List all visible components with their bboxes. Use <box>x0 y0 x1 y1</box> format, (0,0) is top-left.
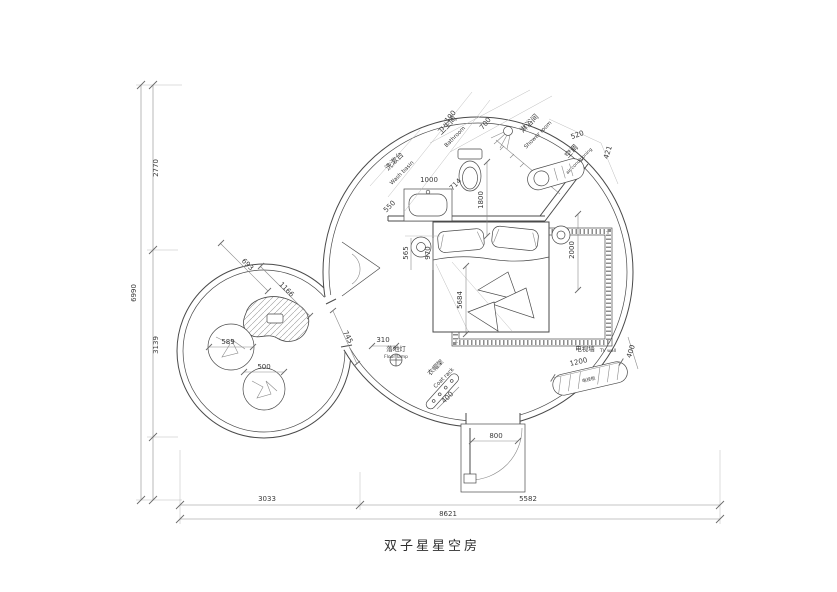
dim-310: 310 <box>376 336 389 344</box>
dim-1000: 1000 <box>420 176 438 184</box>
dim-2000: 2000 <box>568 241 576 259</box>
door-stop <box>463 473 477 484</box>
dim-1200: 1200 <box>569 356 588 368</box>
tv-cabinet-symbol <box>552 361 628 396</box>
shower-head-icon <box>490 126 513 150</box>
nightstand-left <box>410 236 432 258</box>
bottom-dimension-chain <box>175 450 725 524</box>
dim-3033: 3033 <box>258 495 276 503</box>
dim-800: 800 <box>489 432 502 440</box>
washbasin-counter <box>403 188 453 222</box>
label-tv-cabinet-zh: 电视柜 <box>581 374 596 384</box>
dim-8621: 8621 <box>439 510 457 518</box>
pillow <box>491 225 539 251</box>
dim-5684: 5684 <box>456 291 464 309</box>
label-floor-lamp-zh: 落地灯 <box>386 344 406 353</box>
label-tv-wall-zh: 电视墙 <box>575 344 595 353</box>
dim-520: 520 <box>570 129 585 141</box>
dim-565: 565 <box>402 246 410 259</box>
air-conditioner-unit <box>527 158 585 191</box>
dim-421: 421 <box>602 145 614 160</box>
bed <box>432 221 550 333</box>
dim-589: 589 <box>221 338 234 346</box>
floor-lamp-symbol <box>389 353 403 367</box>
quilt-folds <box>467 271 535 332</box>
dim-2770: 2770 <box>152 159 160 177</box>
dim-3139: 3139 <box>152 336 160 354</box>
dim-5582: 5582 <box>519 495 537 503</box>
bean-table <box>242 296 310 342</box>
dim-6990: 6990 <box>130 284 138 302</box>
label-floor-lamp-en: Floor lamp <box>384 354 408 360</box>
toilet <box>457 148 483 192</box>
wall-niche <box>341 241 381 297</box>
drawing-title: 双子星星空房 <box>384 538 480 554</box>
label-tv-wall-en: TV wall <box>599 348 616 354</box>
door-swing-arc <box>469 427 523 481</box>
passage-opening <box>307 291 359 357</box>
left-dimension-chain <box>136 80 182 505</box>
dim-400-tv-wall: 400 <box>625 344 637 359</box>
dim-1800: 1800 <box>477 191 485 209</box>
dim-970: 970 <box>424 246 432 259</box>
nightstand-right <box>551 225 571 245</box>
pillow <box>437 228 485 253</box>
entrance <box>460 413 526 493</box>
beanbag-chair-2 <box>242 367 286 411</box>
coat-rack-symbol <box>425 373 459 410</box>
interior-dimension-lines <box>205 89 639 410</box>
dim-500: 500 <box>257 363 270 371</box>
